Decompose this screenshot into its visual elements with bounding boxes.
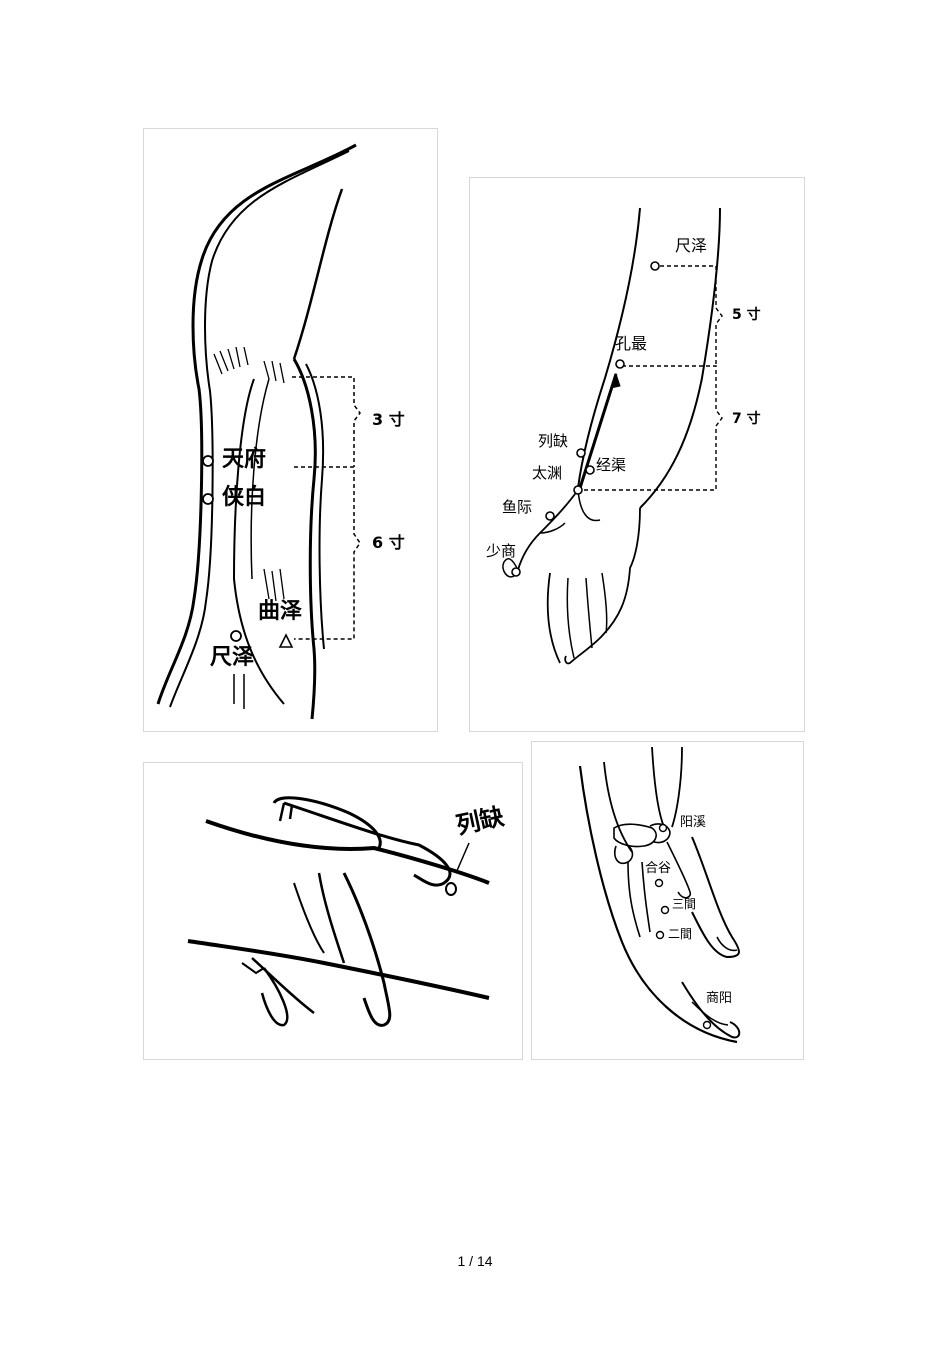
label-erjian: 二間 [668, 927, 693, 941]
label-yuji: 鱼际 [502, 498, 533, 516]
label-tianfu: 天府 [222, 447, 267, 472]
crossed-hands-figure: 列缺 [143, 762, 523, 1060]
label-chize: 尺泽 [675, 236, 708, 255]
label-lieque: 列缺 [538, 432, 569, 450]
page-indicator: 1 / 14 [457, 1253, 493, 1269]
label-shangyang: 商阳 [706, 991, 733, 1006]
label-hegu: 合谷 [645, 861, 672, 876]
forearm-figure: 尺泽 孔最 列缺 太渊 经渠 鱼际 少商 5 寸 7 寸 [469, 177, 805, 732]
label-distance-5-cun: 5 寸 [732, 307, 761, 323]
label-taiyuan: 太渊 [532, 464, 563, 482]
upper-arm-drawing [156, 143, 361, 720]
label-yangxi: 阳溪 [680, 815, 707, 830]
upper-arm-figure: 天府 侠白 曲泽 尺泽 3 寸 6 寸 [143, 128, 438, 732]
label-chize: 尺泽 [210, 645, 255, 670]
label-quze: 曲泽 [258, 599, 303, 624]
label-distance-6-cun: 6 寸 [372, 533, 405, 552]
label-kongzui: 孔最 [615, 334, 648, 353]
dorsal-hand-figure: 阳溪 合谷 三間 二間 商阳 [531, 741, 804, 1060]
label-jingqu: 经渠 [596, 456, 627, 474]
crossed-hands-drawing [187, 796, 490, 1027]
dorsal-hand-drawing [578, 746, 741, 1044]
label-shaoshang: 少商 [486, 542, 517, 560]
label-distance-7-cun: 7 寸 [732, 411, 761, 427]
forearm-drawing [502, 207, 723, 665]
label-distance-3-cun: 3 寸 [372, 410, 405, 429]
label-sanjian: 三間 [672, 897, 697, 911]
label-xiabai: 侠白 [222, 485, 267, 510]
